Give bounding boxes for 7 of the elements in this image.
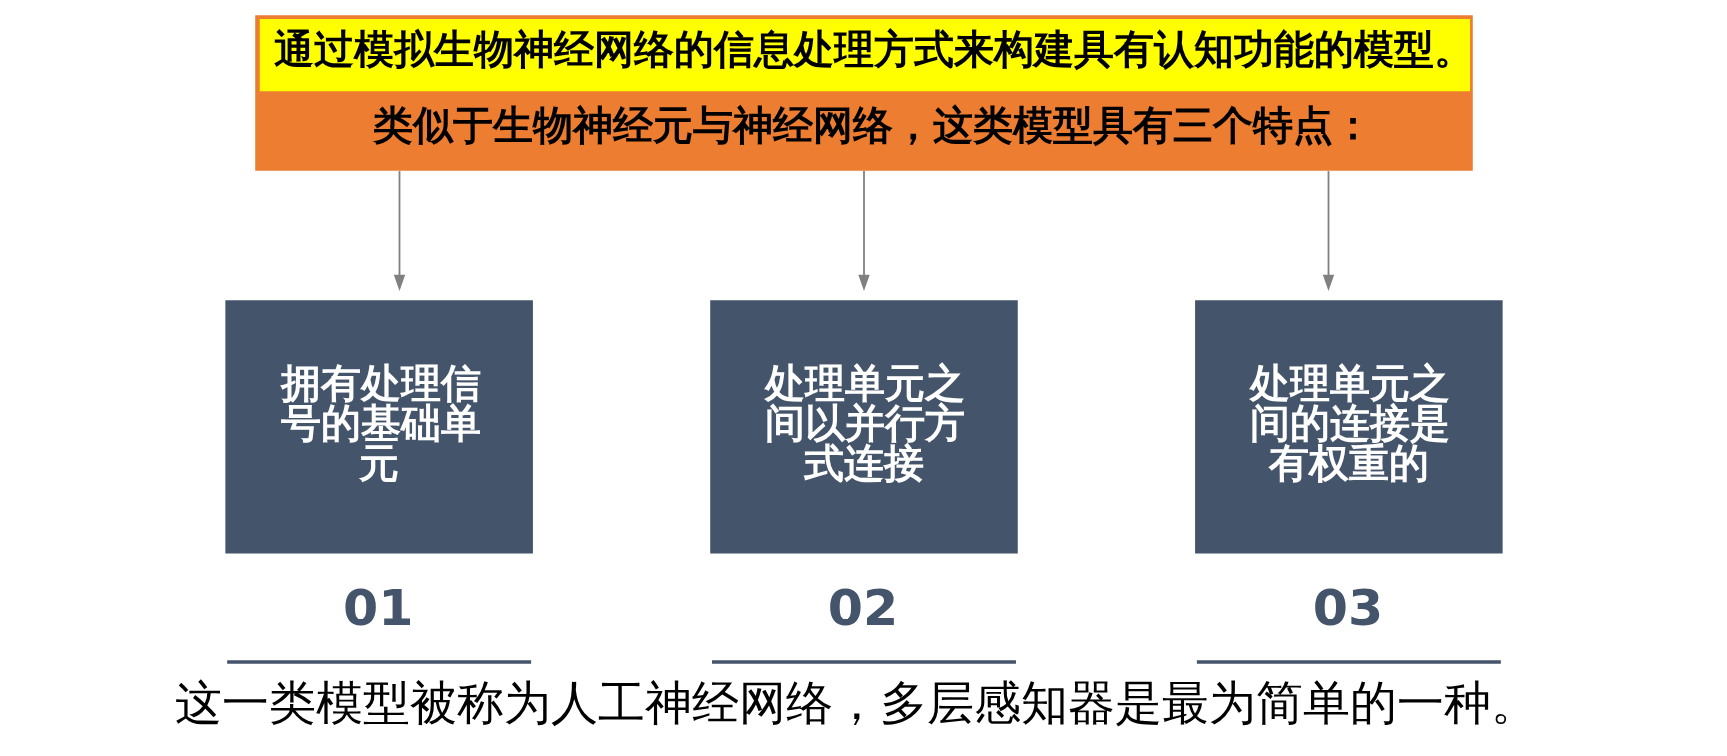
arrow: [393, 170, 405, 292]
arrow: [1322, 170, 1334, 292]
node-label: 03: [1312, 577, 1383, 637]
arrow: [857, 170, 870, 292]
node-label: 01: [342, 577, 413, 637]
caption: 这一类模型被称为人工神经网络，多层感知器是最为简单的一种。: [174, 674, 1538, 730]
node-label: 02: [827, 577, 898, 637]
